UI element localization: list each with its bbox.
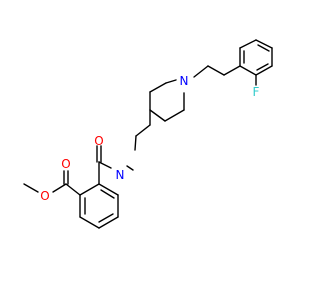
ester-oxygen-label: O (40, 189, 49, 203)
methylene-bond-3 (134, 135, 137, 151)
amide-c-n-bond (98, 161, 112, 169)
background (0, 0, 300, 300)
piperidine-nitrogen-label: N (180, 74, 189, 88)
fluorine-label: F (253, 85, 260, 99)
ester-carbonyl-oxygen-label: O (61, 157, 70, 171)
ester-c-o-single-bond (52, 183, 67, 193)
ester-methyl-bond (23, 183, 39, 193)
amide-oxygen-label: O (94, 134, 103, 148)
atom-labels: F N N O O O (40, 74, 259, 203)
ester-c-c-bond (65, 183, 81, 196)
chemical-structure: F N N O O O (0, 0, 300, 300)
ethyl-bond-1 (223, 65, 241, 76)
methylene-bond-2 (135, 124, 151, 137)
ethyl-bond-3 (193, 65, 209, 78)
piperidine-ring (149, 79, 185, 122)
amide-nitrogen-label: N (116, 168, 125, 182)
bonds (23, 39, 273, 229)
n-methyl-bond (126, 165, 134, 171)
benzoate-ring (79, 183, 119, 229)
ethyl-bond-2 (207, 65, 225, 76)
fluorophenyl-ring (239, 39, 273, 76)
